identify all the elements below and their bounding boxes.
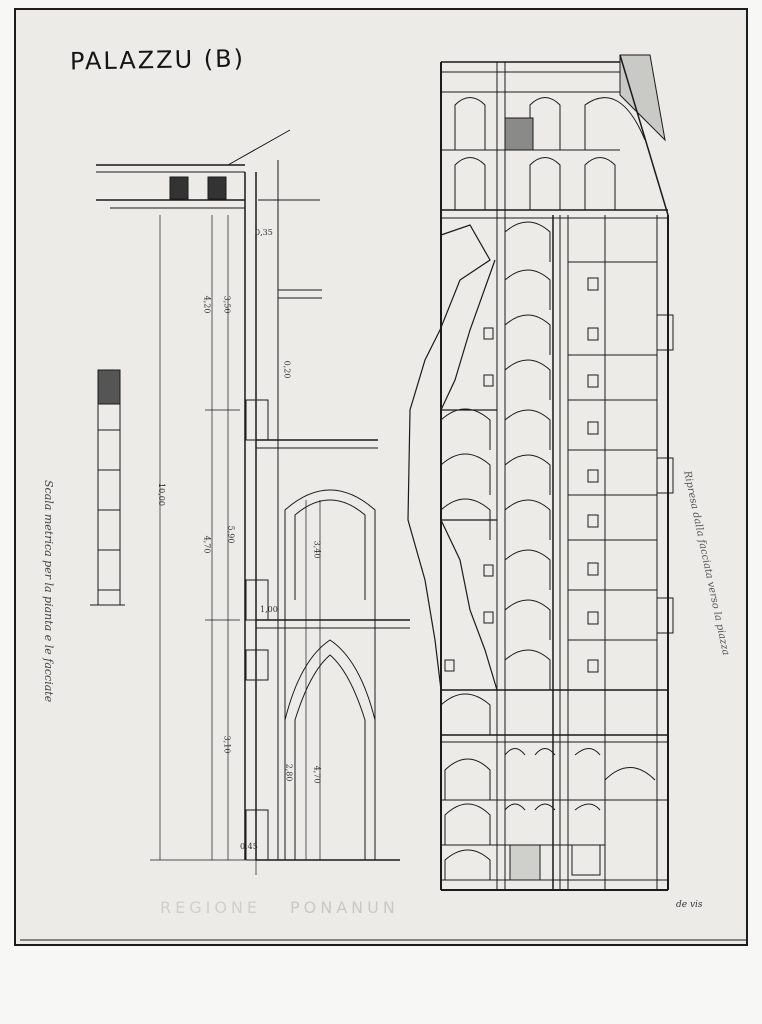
- dimension-label: 0,20: [282, 360, 292, 379]
- side-balconies: [656, 314, 674, 634]
- dimension-label: 5,90: [226, 525, 236, 544]
- corner-note: de vis: [676, 900, 703, 910]
- dimension-label: 0,45: [240, 842, 258, 851]
- dimension-label: 3,50: [222, 295, 232, 314]
- faint-stamp: PONANUN: [290, 898, 399, 917]
- windows: [444, 277, 599, 673]
- arches: [440, 221, 656, 881]
- dimension-label: 4,20: [202, 295, 212, 314]
- arcade-floors: [441, 261, 668, 846]
- dimension-label: 0,35: [255, 228, 273, 237]
- longitudinal-section: [440, 54, 669, 891]
- dimension-label: 3,10: [222, 735, 232, 754]
- cross-section: [96, 129, 410, 875]
- drawing-title: PALAZZU (B): [69, 44, 246, 76]
- scale-bar: [90, 369, 125, 606]
- dimension-label: 1,00: [260, 605, 278, 614]
- dimension-label: 4,70: [202, 535, 212, 554]
- faint-stamp-left: REGIONE: [160, 898, 262, 917]
- dimension-label: 2,80: [284, 763, 294, 782]
- dimension-label: 3,40: [312, 540, 322, 559]
- scale-label: Scala metrica per la pianta e le facciat…: [42, 480, 55, 703]
- stepped-profile: [407, 224, 498, 691]
- dimension-label: 10,00: [156, 483, 166, 506]
- dimension-label: 4,70: [312, 765, 322, 784]
